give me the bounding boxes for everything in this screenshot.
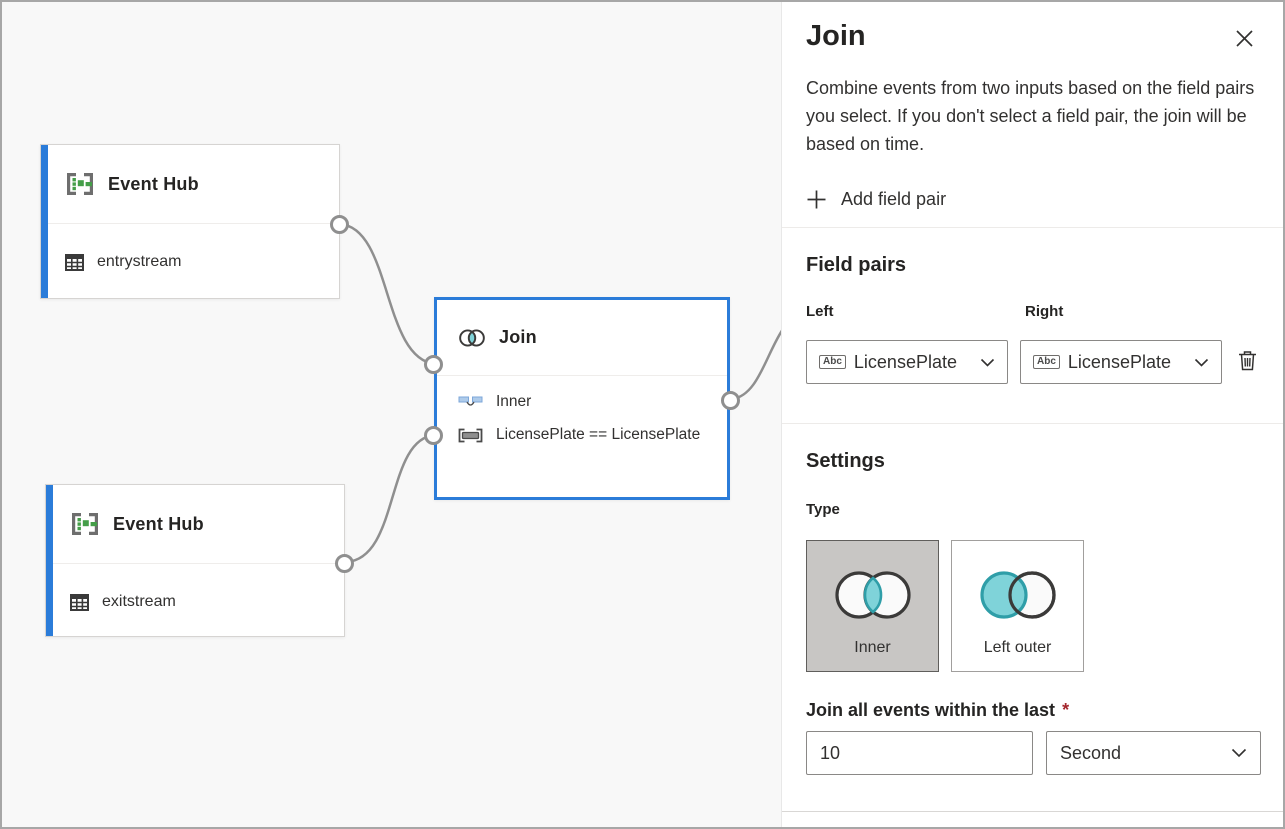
duration-label: Join all events within the last: [806, 700, 1056, 720]
node-title: Event Hub: [113, 513, 204, 534]
join-type-inner-option[interactable]: Inner: [806, 540, 939, 672]
output-port[interactable]: [721, 391, 740, 410]
join-type-row: Inner: [458, 393, 727, 411]
connector-entry-to-join: [339, 222, 436, 366]
right-field-value: LicensePlate: [1067, 351, 1171, 372]
node-stream-name: exitstream: [102, 593, 176, 610]
section-divider: [782, 423, 1283, 424]
diagram-canvas[interactable]: Event Hub entrystream: [2, 2, 781, 827]
connector-join-output: [731, 329, 781, 401]
right-field-label: Right: [1025, 303, 1064, 320]
right-field-dropdown[interactable]: Abc LicensePlate: [1020, 340, 1222, 384]
field-pairs-heading: Field pairs: [806, 254, 907, 276]
string-type-icon: Abc: [819, 355, 846, 369]
join-venn-icon: [458, 327, 486, 349]
add-field-pair-label: Add field pair: [841, 188, 947, 209]
left-outer-join-venn-icon: [974, 567, 1062, 623]
output-port[interactable]: [330, 215, 349, 234]
chevron-down-icon: [1194, 358, 1209, 367]
event-hub-icon: [65, 171, 95, 197]
join-properties-panel: Join Combine events from two inputs base…: [781, 2, 1283, 827]
duration-value-input[interactable]: [806, 731, 1033, 775]
output-port[interactable]: [335, 554, 354, 573]
join-condition-text: LicensePlate == LicensePlate: [496, 426, 701, 443]
settings-heading: Settings: [806, 450, 885, 472]
panel-description: Combine events from two inputs based on …: [806, 78, 1255, 154]
event-hub-icon: [70, 511, 100, 537]
left-outer-option-label: Left outer: [983, 639, 1052, 656]
node-divider: [41, 223, 339, 224]
node-divider: [46, 563, 344, 564]
close-icon: [1234, 28, 1255, 49]
join-condition-row: LicensePlate == LicensePlate: [458, 426, 727, 444]
node-title: Event Hub: [108, 173, 199, 194]
join-type-left-outer-option[interactable]: Left outer: [951, 540, 1084, 672]
duration-unit-value: Second: [1060, 742, 1122, 763]
node-title: Join: [499, 327, 537, 347]
left-field-dropdown[interactable]: Abc LicensePlate: [806, 340, 1008, 384]
connector-exit-to-join: [345, 433, 436, 564]
chevron-down-icon: [1231, 748, 1247, 758]
node-accent-bar: [41, 145, 48, 298]
window-inner-icon: [458, 396, 483, 409]
type-label: Type: [806, 501, 840, 518]
string-type-icon: Abc: [1033, 355, 1060, 369]
panel-title: Join: [806, 20, 866, 52]
duration-unit-dropdown[interactable]: Second: [1046, 731, 1261, 775]
plus-icon: [806, 189, 827, 210]
expression-icon: [458, 428, 483, 443]
left-field-label: Left: [806, 303, 834, 320]
left-field-value: LicensePlate: [853, 351, 957, 372]
trash-icon: [1238, 350, 1257, 371]
chevron-down-icon: [980, 358, 995, 367]
input-port-top[interactable]: [424, 355, 443, 374]
panel-footer-divider: [782, 811, 1283, 812]
required-marker: *: [1062, 700, 1070, 720]
node-eventhub-entry[interactable]: Event Hub entrystream: [40, 144, 349, 299]
table-icon: [70, 593, 89, 611]
node-stream-name: entrystream: [97, 253, 182, 270]
input-port-bottom[interactable]: [424, 426, 443, 445]
node-accent-bar: [46, 485, 53, 636]
section-divider: [782, 227, 1283, 228]
node-join[interactable]: Join Inner: [424, 297, 740, 500]
join-type-text: Inner: [496, 393, 532, 410]
add-field-pair-button[interactable]: Add field pair: [806, 184, 946, 214]
node-eventhub-exit[interactable]: Event Hub exitstream: [45, 484, 354, 637]
inner-join-venn-icon: [829, 567, 917, 623]
inner-option-label: Inner: [854, 639, 891, 656]
table-icon: [65, 253, 84, 271]
delete-field-pair-button[interactable]: [1234, 346, 1261, 378]
node-divider: [437, 375, 727, 376]
close-button[interactable]: [1228, 22, 1261, 58]
